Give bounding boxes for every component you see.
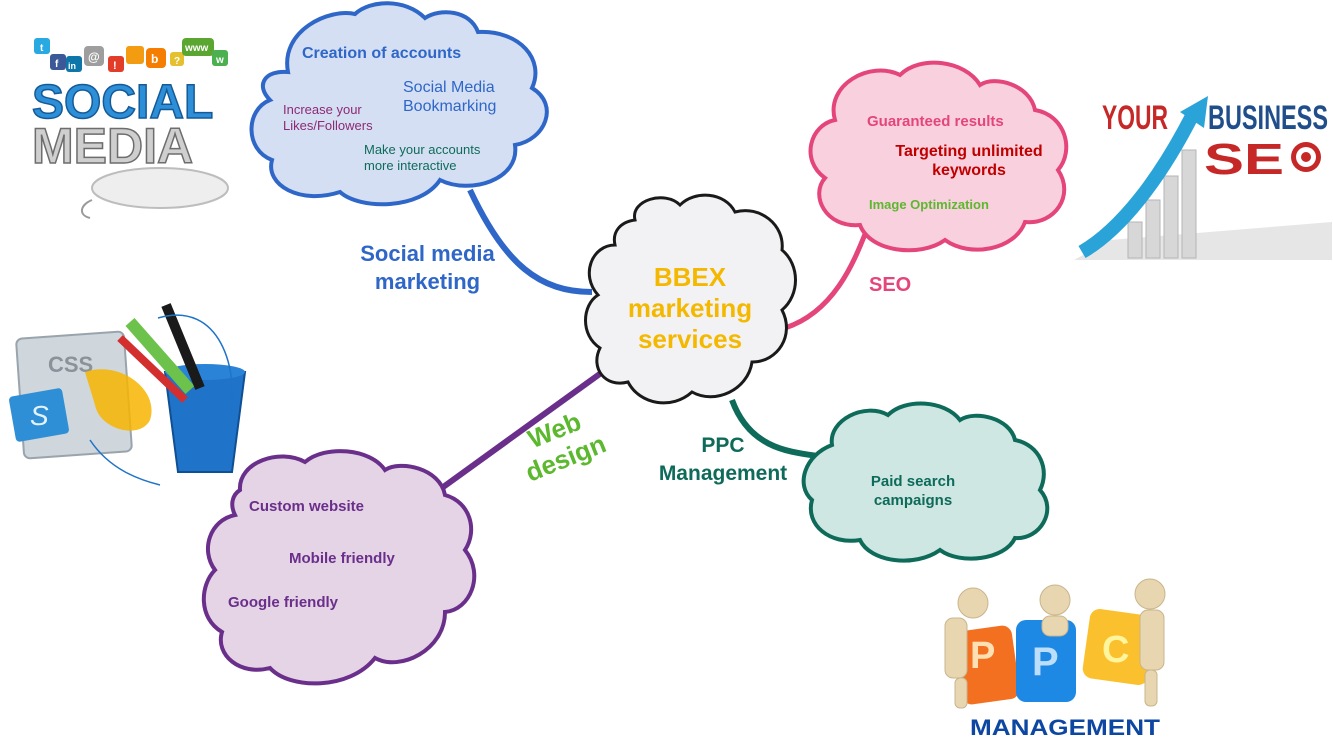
sm-icon-t: t xyxy=(40,43,44,54)
connector-seo xyxy=(784,221,873,331)
social-item-interactive: Make your accounts more interactive xyxy=(364,142,481,173)
center-title: BBEX marketing services xyxy=(627,262,753,354)
svg-text:!: ! xyxy=(113,60,117,72)
ppc-letter-p1: P xyxy=(970,635,995,677)
ppc-letter-c: C xyxy=(1102,629,1129,671)
branch-label-ppc: PPC Management xyxy=(658,434,788,485)
web-design-image: CSS S xyxy=(9,303,247,486)
s-tile-icon xyxy=(9,388,69,442)
seo-item-guaranteed: Guaranteed results xyxy=(867,113,1004,130)
connector-web xyxy=(426,365,610,501)
cloud-social xyxy=(249,1,549,207)
ppc-letter-p2: P xyxy=(1032,640,1059,684)
svg-text:www: www xyxy=(184,43,209,54)
svg-text:f: f xyxy=(55,59,59,70)
svg-text:?: ? xyxy=(174,56,180,67)
social-item-creation: Creation of accounts xyxy=(302,45,462,62)
mouse-icon xyxy=(91,167,229,209)
social-item-likes: Increase your Likes/Followers xyxy=(283,102,373,133)
connector-social xyxy=(467,188,593,295)
branch-label-social: Social media marketing xyxy=(360,241,495,294)
web-item-google: Google friendly xyxy=(228,594,339,611)
cloud-ppc xyxy=(801,401,1050,563)
media-word: MEDIA xyxy=(32,118,193,174)
social-item-bookmarking: Social Media Bookmarking xyxy=(403,79,497,116)
svg-text:S: S xyxy=(30,400,49,431)
web-item-mobile: Mobile friendly xyxy=(289,550,395,567)
your-word: YOUR xyxy=(1102,99,1168,137)
cloud-web xyxy=(201,449,477,686)
seo-item-image: Image Optimization xyxy=(869,197,989,212)
ppc-caption: MANAGEMENT xyxy=(970,715,1161,740)
web-item-custom: Custom website xyxy=(249,498,365,515)
svg-text:@: @ xyxy=(88,50,100,64)
ppc-management-image: P P C MANAGEMENT xyxy=(944,578,1166,740)
cloud-center xyxy=(584,193,797,405)
figure-head-icon xyxy=(957,587,989,619)
ppc-item-paid: Paid search campaigns xyxy=(870,473,956,509)
social-word: SOCIAL xyxy=(32,76,213,129)
svg-text:w: w xyxy=(215,55,224,66)
svg-text:b: b xyxy=(151,52,158,66)
social-media-image: t f in @ ! b ? www w SOCIAL MEDIA xyxy=(31,38,229,219)
seo-business-image: YOUR BUSINESS SE xyxy=(1074,96,1332,260)
seo-item-targeting: Targeting unlimited keywords xyxy=(895,143,1043,179)
growth-arrow-icon xyxy=(1180,96,1208,128)
branch-label-seo: SEO xyxy=(869,274,912,296)
target-icon xyxy=(1291,142,1321,172)
cloud-seo xyxy=(808,60,1069,253)
seo-word: SE xyxy=(1204,135,1284,184)
business-word: BUSINESS xyxy=(1208,99,1328,137)
svg-text:in: in xyxy=(68,61,76,71)
